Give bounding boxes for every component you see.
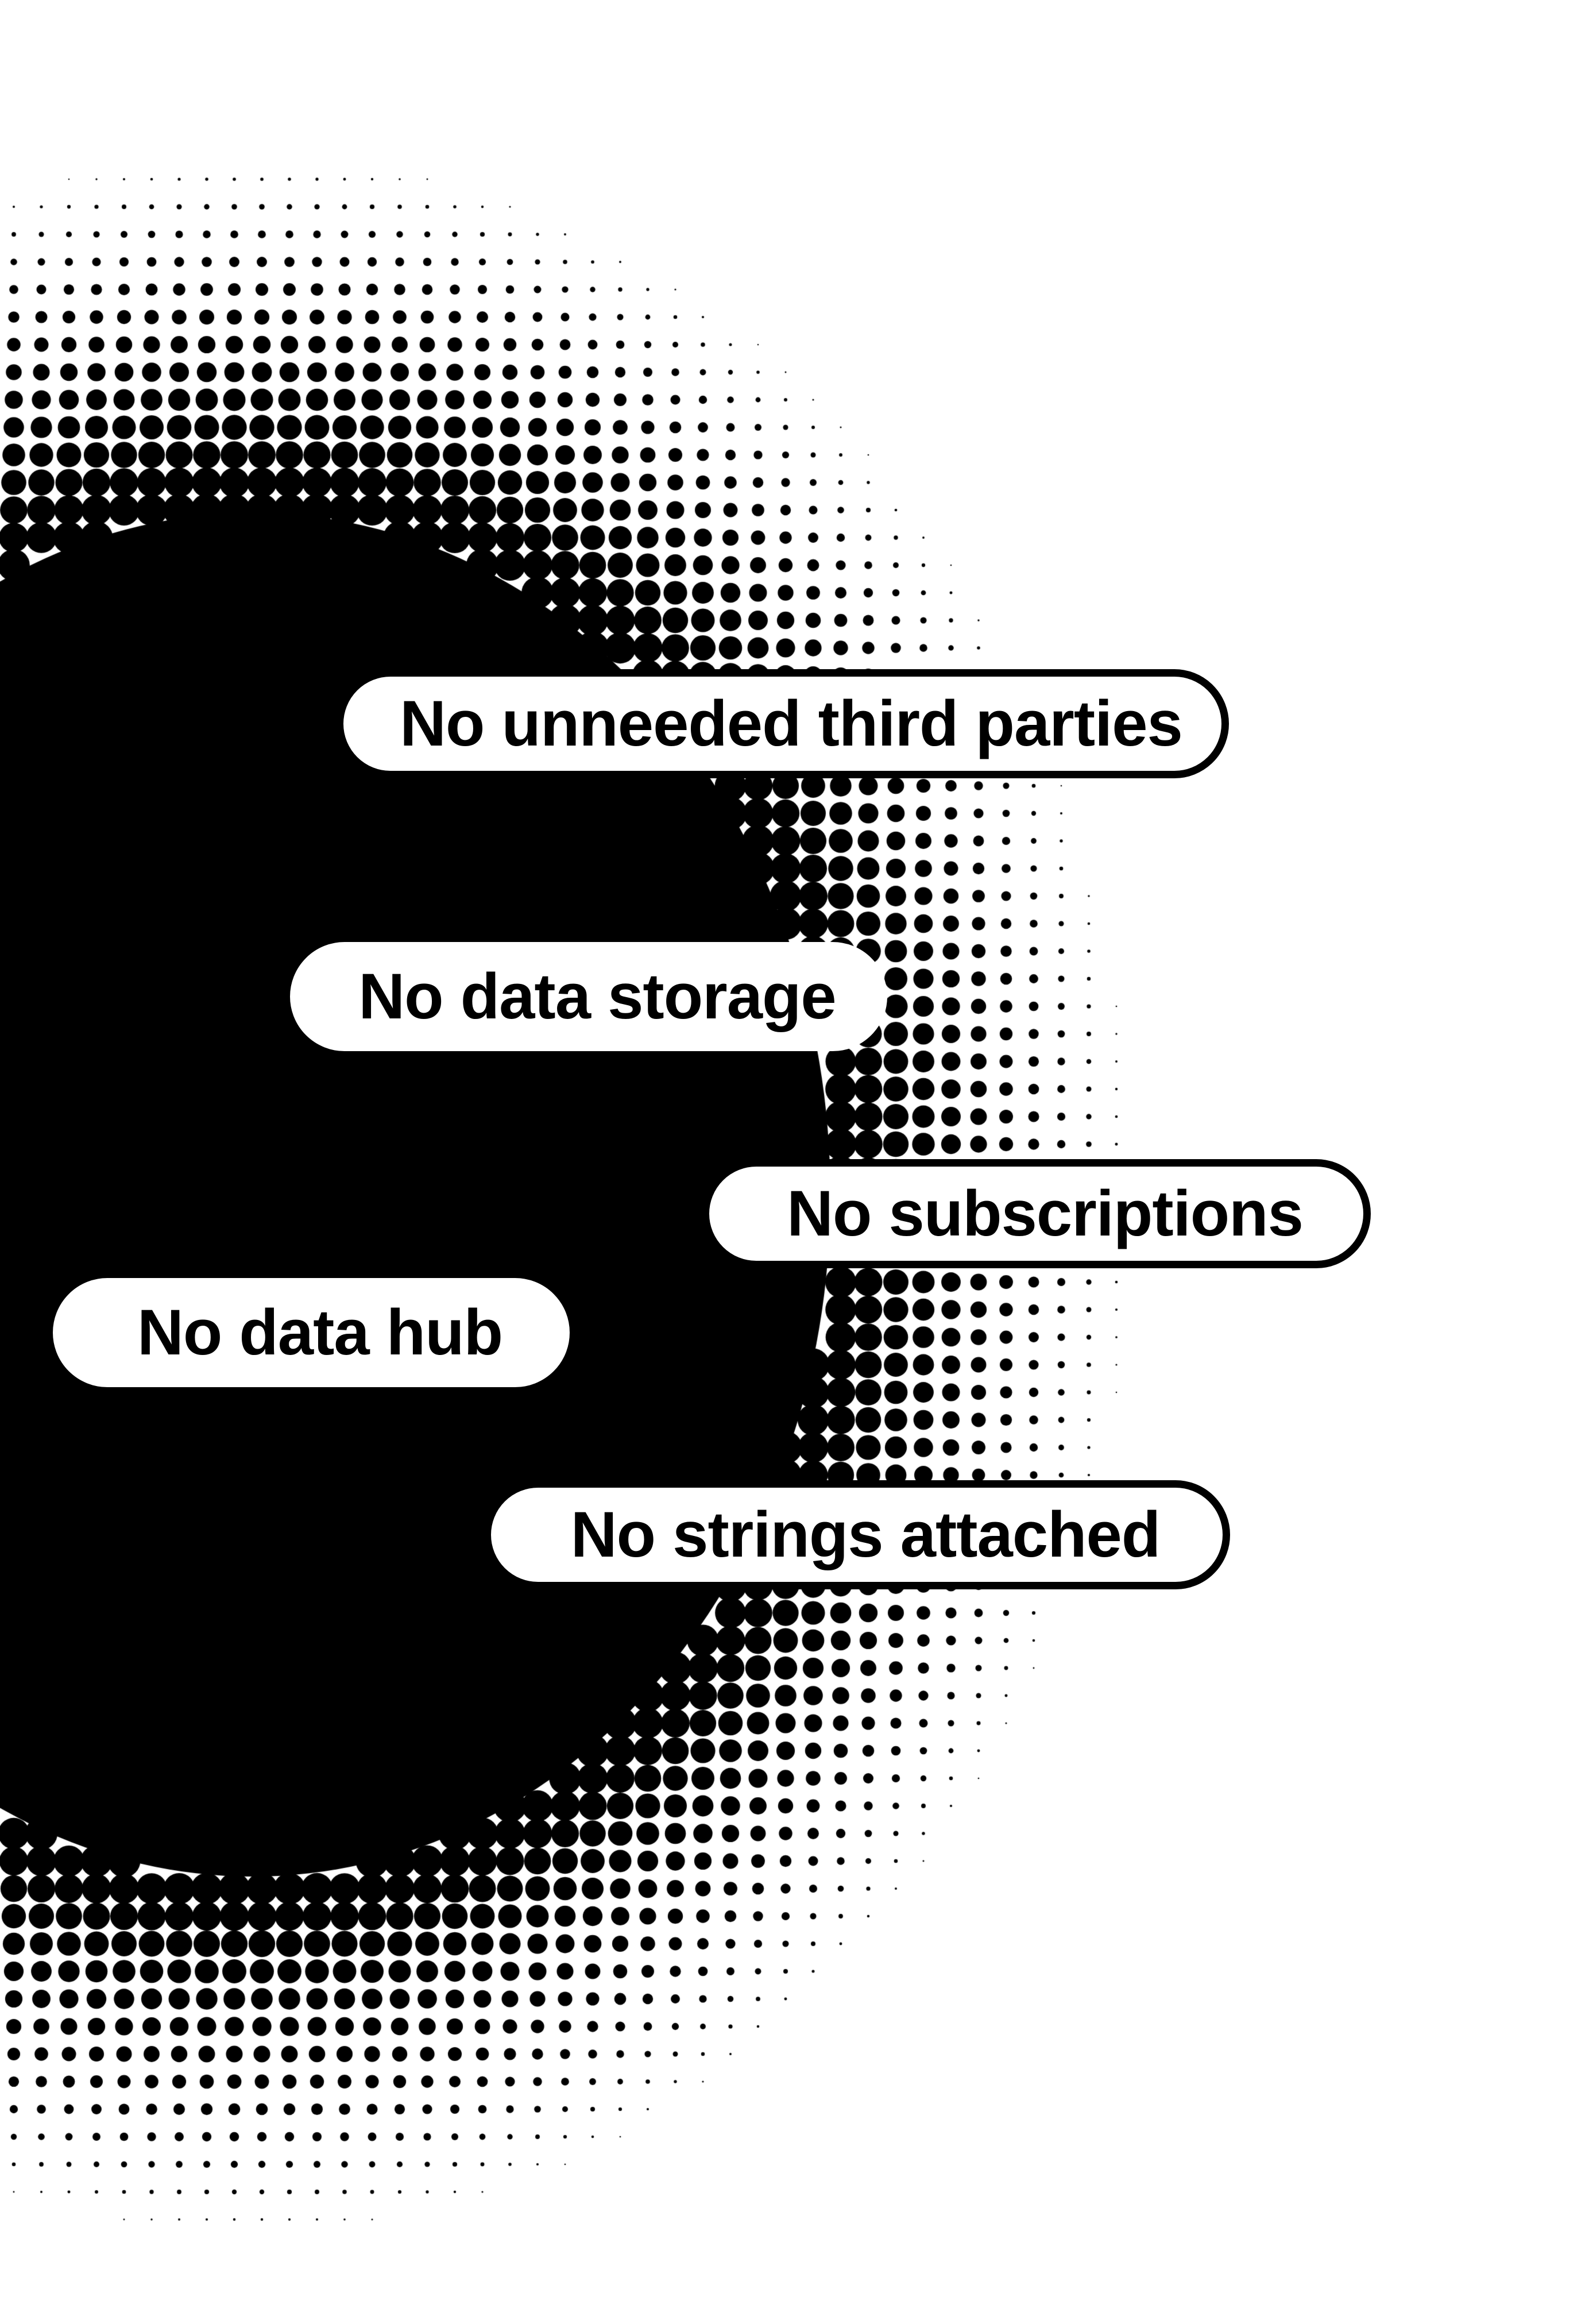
badge-label: No data hub <box>137 1296 503 1368</box>
badge-no-data-storage: No data storage <box>290 942 887 1051</box>
badge-no-data-hub: No data hub <box>53 1278 570 1387</box>
badge-label: No subscriptions <box>787 1178 1304 1249</box>
badge-label: No strings attached <box>570 1499 1161 1570</box>
badge-no-strings-attached: No strings attached <box>484 1480 1230 1589</box>
badge-label: No unneeded third parties <box>400 688 1183 759</box>
badge-no-subscriptions: No subscriptions <box>702 1159 1371 1268</box>
badge-no-third-parties: No unneeded third parties <box>336 669 1229 778</box>
badge-label: No data storage <box>358 960 836 1032</box>
